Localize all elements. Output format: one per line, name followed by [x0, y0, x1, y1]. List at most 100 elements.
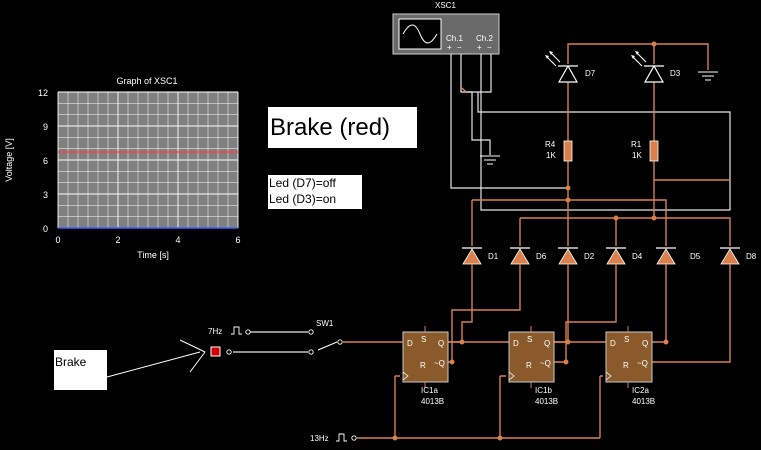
scope-graph: Graph of XSC1 12 9 6 3 0 0 2 4 6 Time [s…	[4, 76, 241, 260]
flip-flop-ic1a[interactable]: D S Q R ~Q IC1a 4013B	[402, 326, 449, 406]
status-led-d3: Led (D3)=on	[269, 192, 337, 206]
y-tick: 3	[43, 190, 48, 200]
status-box: Led (D7)=off Led (D3)=on	[268, 175, 362, 209]
pin-s: S	[527, 335, 532, 344]
led-d7-label: D7	[585, 69, 596, 78]
status-led-d7: Led (D7)=off	[269, 176, 336, 190]
clock-input-icon	[508, 371, 515, 381]
led-d7[interactable]: D7	[545, 51, 596, 83]
junction-dot	[613, 215, 619, 221]
square-wave-icon	[336, 433, 347, 442]
clock13-label: 13Hz	[310, 434, 329, 443]
pin-qbar: ~Q	[637, 359, 648, 368]
page-heading: Brake (red)	[270, 114, 391, 141]
ch1-plus: +	[447, 43, 452, 52]
pin-q: Q	[544, 339, 550, 348]
brake-pointer-lines	[106, 339, 206, 378]
diode-d1[interactable]: D1	[462, 247, 499, 265]
pin-s: S	[421, 335, 426, 344]
resistor-r1-ref: R1	[631, 140, 642, 149]
pin-q: Q	[438, 339, 444, 348]
ic1a-part: 4013B	[421, 397, 444, 406]
brake-note-box: Brake	[54, 350, 107, 390]
y-tick: 9	[43, 122, 48, 132]
ic2a-ref: IC2a	[632, 386, 649, 395]
clock-input-icon	[402, 371, 409, 381]
ic1b-part: 4013B	[535, 397, 558, 406]
pin-s: S	[624, 335, 629, 344]
pin-d: D	[610, 339, 616, 348]
ic1a-ref: IC1a	[421, 386, 438, 395]
graph-traces	[58, 151, 238, 229]
diode-d1-label: D1	[488, 252, 499, 261]
switch-label: SW1	[316, 319, 334, 328]
y-tick: 12	[38, 88, 48, 98]
ch1-label: Ch.1	[446, 34, 463, 43]
junction-dot	[497, 435, 503, 441]
pin-qbar: ~Q	[434, 359, 445, 368]
ch2-label: Ch.2	[476, 34, 493, 43]
x-axis-label: Time [s]	[137, 250, 169, 260]
diode-d2-label: D2	[584, 252, 595, 261]
clock-7hz-source[interactable]: 7Hz	[208, 326, 251, 336]
diode-d8-label: D8	[746, 252, 757, 261]
clock7-label: 7Hz	[208, 327, 222, 336]
diode-d5-label: D5	[690, 252, 701, 261]
sine-wave-icon	[402, 24, 438, 44]
diode-d6[interactable]: D6	[510, 247, 547, 265]
junction-dot	[565, 197, 571, 203]
flip-flop-ic2a[interactable]: D S Q R ~Q IC2a 4013B	[605, 326, 655, 406]
clock-13hz-source[interactable]: 13Hz	[310, 433, 357, 443]
flip-flop-ic1b[interactable]: D S Q R ~Q IC1b 4013B	[508, 326, 558, 406]
ch2-minus: −	[487, 43, 492, 52]
ic2a-part: 4013B	[632, 397, 655, 406]
pin-r: R	[420, 361, 426, 370]
ch1-minus: −	[457, 43, 462, 52]
pin-q: Q	[642, 339, 648, 348]
junction-dot	[565, 185, 571, 191]
brake-input-probe[interactable]	[210, 346, 232, 357]
diode-d5[interactable]: D5	[656, 247, 701, 265]
x-tick: 4	[175, 235, 180, 245]
y-tick: 6	[43, 156, 48, 166]
led-d3[interactable]: D3	[631, 51, 681, 83]
brake-note: Brake	[55, 355, 87, 369]
clock-input-icon	[605, 371, 612, 381]
junction-dot	[663, 339, 669, 345]
heading-box: Brake (red)	[268, 107, 417, 148]
diode-to-ff-wires	[448, 264, 731, 363]
y-tick: 0	[43, 224, 48, 234]
diode-d4[interactable]: D4	[606, 247, 643, 265]
oscilloscope[interactable]: Ch.1 Ch.2 + − + −	[392, 13, 500, 55]
ground-symbol	[698, 71, 718, 81]
diode-d4-label: D4	[632, 252, 643, 261]
junction-dot	[459, 339, 465, 345]
x-tick: 2	[115, 235, 120, 245]
junction-dot	[449, 359, 455, 365]
x-tick-labels: 0 2 4 6	[55, 235, 240, 245]
light-rays-icon	[545, 51, 561, 67]
resistor-r1[interactable]: R1 1K	[631, 140, 659, 162]
y-axis-label: Voltage [V]	[4, 138, 14, 182]
resistor-r4-value: 1K	[546, 151, 556, 160]
oscilloscope-ref: XSC1	[435, 1, 456, 10]
diode-d2[interactable]: D2	[558, 247, 595, 265]
ch2-plus: +	[477, 43, 482, 52]
pin-r: R	[526, 361, 532, 370]
clock-13hz-wires	[357, 375, 603, 439]
scope-probe-wires	[450, 54, 731, 211]
junction-dot	[563, 359, 569, 365]
x-tick: 6	[235, 235, 240, 245]
switch-sw1[interactable]: SW1	[233, 319, 343, 355]
graph-grid	[57, 91, 239, 229]
junction-dot	[651, 215, 657, 221]
x-tick: 0	[55, 235, 60, 245]
ground-symbol	[480, 155, 500, 165]
pin-d: D	[407, 339, 413, 348]
diode-d8[interactable]: D8	[720, 247, 757, 265]
resistor-r4[interactable]: R4 1K	[545, 140, 573, 162]
graph-title: Graph of XSC1	[116, 76, 177, 86]
diode-bus-wires	[471, 199, 731, 246]
